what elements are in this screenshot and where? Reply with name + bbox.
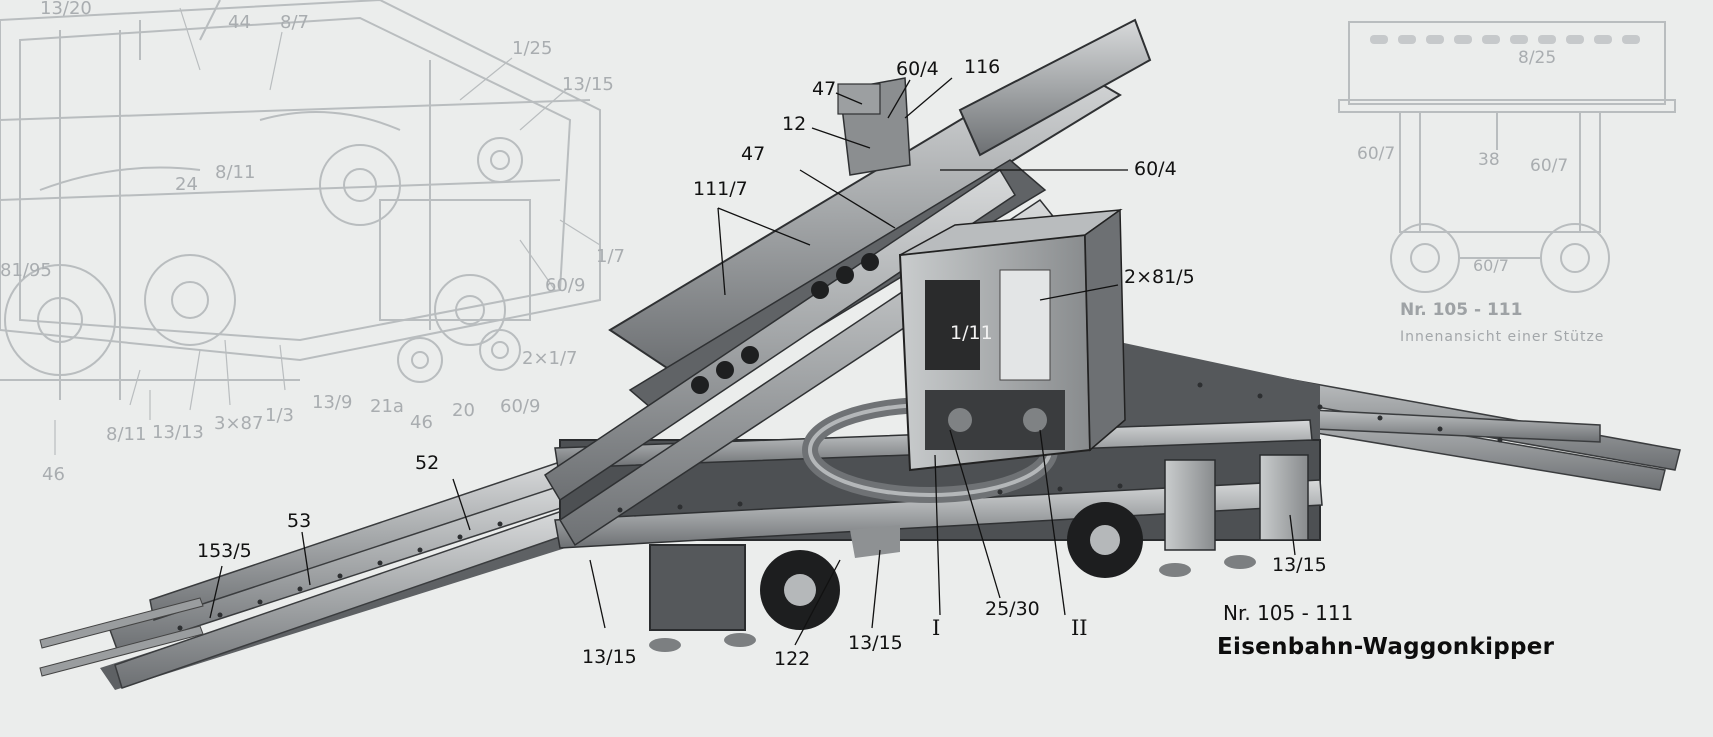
bg-label: 1/7 bbox=[596, 246, 625, 267]
part-label: 13/15 bbox=[582, 646, 637, 668]
caption-number: Nr. 105 - 111 bbox=[1223, 601, 1354, 625]
part-label: 13/15 bbox=[848, 632, 903, 654]
inset-label: 60/7 bbox=[1357, 144, 1396, 164]
part-label: 153/5 bbox=[197, 540, 252, 562]
bg-label: 2×1/7 bbox=[522, 348, 578, 369]
inset-label: 60/7 bbox=[1530, 156, 1569, 176]
bg-label: 8/7 bbox=[280, 12, 309, 33]
left-ramp bbox=[39, 461, 575, 690]
part-label: 60/4 bbox=[1134, 158, 1177, 180]
bg-label: 13/20 bbox=[40, 0, 92, 19]
bg-label: 46 bbox=[410, 412, 433, 433]
bg-label: 13/15 bbox=[562, 74, 614, 95]
bg-label: 13/13 bbox=[152, 422, 204, 443]
inset-label: 38 bbox=[1478, 150, 1500, 170]
bg-label: 8/11 bbox=[215, 162, 256, 183]
part-label: 13/15 bbox=[1272, 554, 1327, 576]
part-label: 47 bbox=[812, 78, 837, 100]
bg-label: 8/11 bbox=[106, 424, 147, 445]
inset-label: 60/7 bbox=[1473, 256, 1509, 275]
tower-box bbox=[898, 208, 1126, 472]
part-label: 122 bbox=[774, 648, 811, 670]
bg-label: 44 bbox=[228, 12, 251, 33]
part-label: 12 bbox=[782, 113, 807, 135]
part-label: 111/7 bbox=[693, 178, 748, 200]
bg-label: 60/9 bbox=[545, 275, 586, 296]
inset-caption-number: Nr. 105 - 111 bbox=[1400, 300, 1523, 320]
bg-label: 13/9 bbox=[312, 392, 353, 413]
part-label: 60/4 bbox=[896, 58, 939, 80]
bg-label: 20 bbox=[452, 400, 475, 421]
right-ramp bbox=[1094, 340, 1681, 491]
inset-caption-text: Innenansicht einer Stütze bbox=[1400, 329, 1605, 345]
part-label: 53 bbox=[287, 510, 312, 532]
part-label: 25/30 bbox=[985, 598, 1040, 620]
part-label-roman: II bbox=[1071, 616, 1088, 640]
leader-lines bbox=[209, 77, 1296, 646]
caption-title: Eisenbahn-Waggonkipper bbox=[1217, 634, 1555, 660]
part-label-roman: I bbox=[932, 616, 941, 640]
bg-label: 1/25 bbox=[512, 38, 553, 59]
part-label: 47 bbox=[741, 143, 766, 165]
part-label: 52 bbox=[415, 452, 440, 474]
part-label: 2×81/5 bbox=[1124, 266, 1195, 288]
bg-label: 81/95 bbox=[0, 260, 52, 281]
bg-label: 3×87 bbox=[214, 413, 264, 434]
bg-label: 24 bbox=[175, 174, 198, 195]
part-label: 1/11 bbox=[950, 322, 993, 344]
inset-label: 8/25 bbox=[1518, 48, 1557, 68]
bg-label: 21a bbox=[370, 396, 404, 417]
part-label: 116 bbox=[964, 56, 1001, 78]
bg-label: 1/3 bbox=[265, 405, 294, 426]
bg-label: 60/9 bbox=[500, 396, 541, 417]
bg-label: 46 bbox=[42, 464, 65, 485]
